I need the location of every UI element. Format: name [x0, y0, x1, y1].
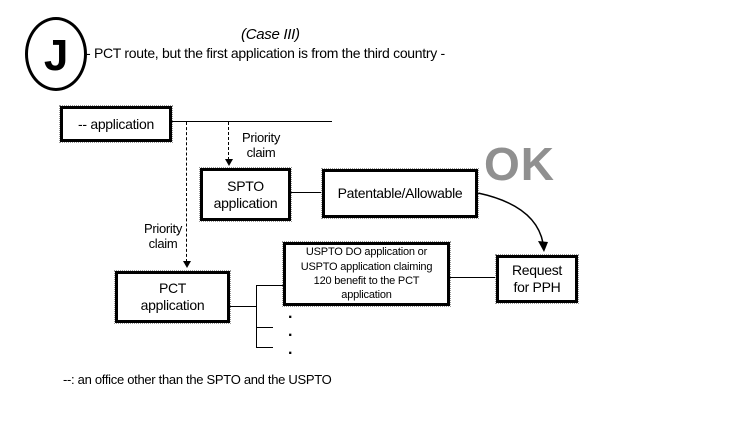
- connector-pct-fork: [230, 306, 257, 307]
- fork-vertical-line: [256, 285, 257, 348]
- ellipsis-dot: .: [288, 341, 293, 358]
- badge-letter: J: [43, 31, 69, 80]
- fork-branch-3: [257, 347, 273, 348]
- priority-claim-dashed-line-spto: [228, 122, 229, 160]
- footnote: --: an office other than the SPTO and th…: [63, 372, 332, 387]
- node-uspto-application: USPTO DO application or USPTO applicatio…: [282, 241, 451, 307]
- ellipsis-dot: .: [288, 323, 293, 340]
- ok-status-label: OK: [484, 138, 555, 190]
- arrowhead-down-icon: [183, 261, 191, 268]
- diagram-subtitle: - PCT route, but the first application i…: [86, 45, 445, 61]
- connector-spto-patentable: [291, 192, 322, 193]
- node-request-for-pph: Request for PPH: [495, 254, 579, 304]
- connector-uspto-request: [450, 277, 496, 278]
- node-patentable-allowable: Patentable/Allowable: [321, 168, 479, 219]
- priority-claim-dashed-line-pct: [186, 122, 187, 262]
- connector-top-line: [172, 121, 332, 122]
- fork-branch-2: [257, 327, 273, 328]
- case-label: (Case III): [241, 26, 300, 43]
- ellipsis-dot: .: [288, 305, 293, 322]
- node-spto-application: SPTO application: [199, 167, 292, 222]
- fork-branch-1: [257, 285, 283, 286]
- priority-claim-label-pct: Priority claim: [143, 221, 183, 252]
- arrowhead-down-icon: [225, 159, 233, 166]
- j-circle-badge: J: [25, 17, 87, 91]
- node-pct-application: PCT application: [114, 270, 231, 324]
- node-first-application: -- application: [59, 105, 173, 143]
- priority-claim-label-spto: Priority claim: [241, 130, 281, 161]
